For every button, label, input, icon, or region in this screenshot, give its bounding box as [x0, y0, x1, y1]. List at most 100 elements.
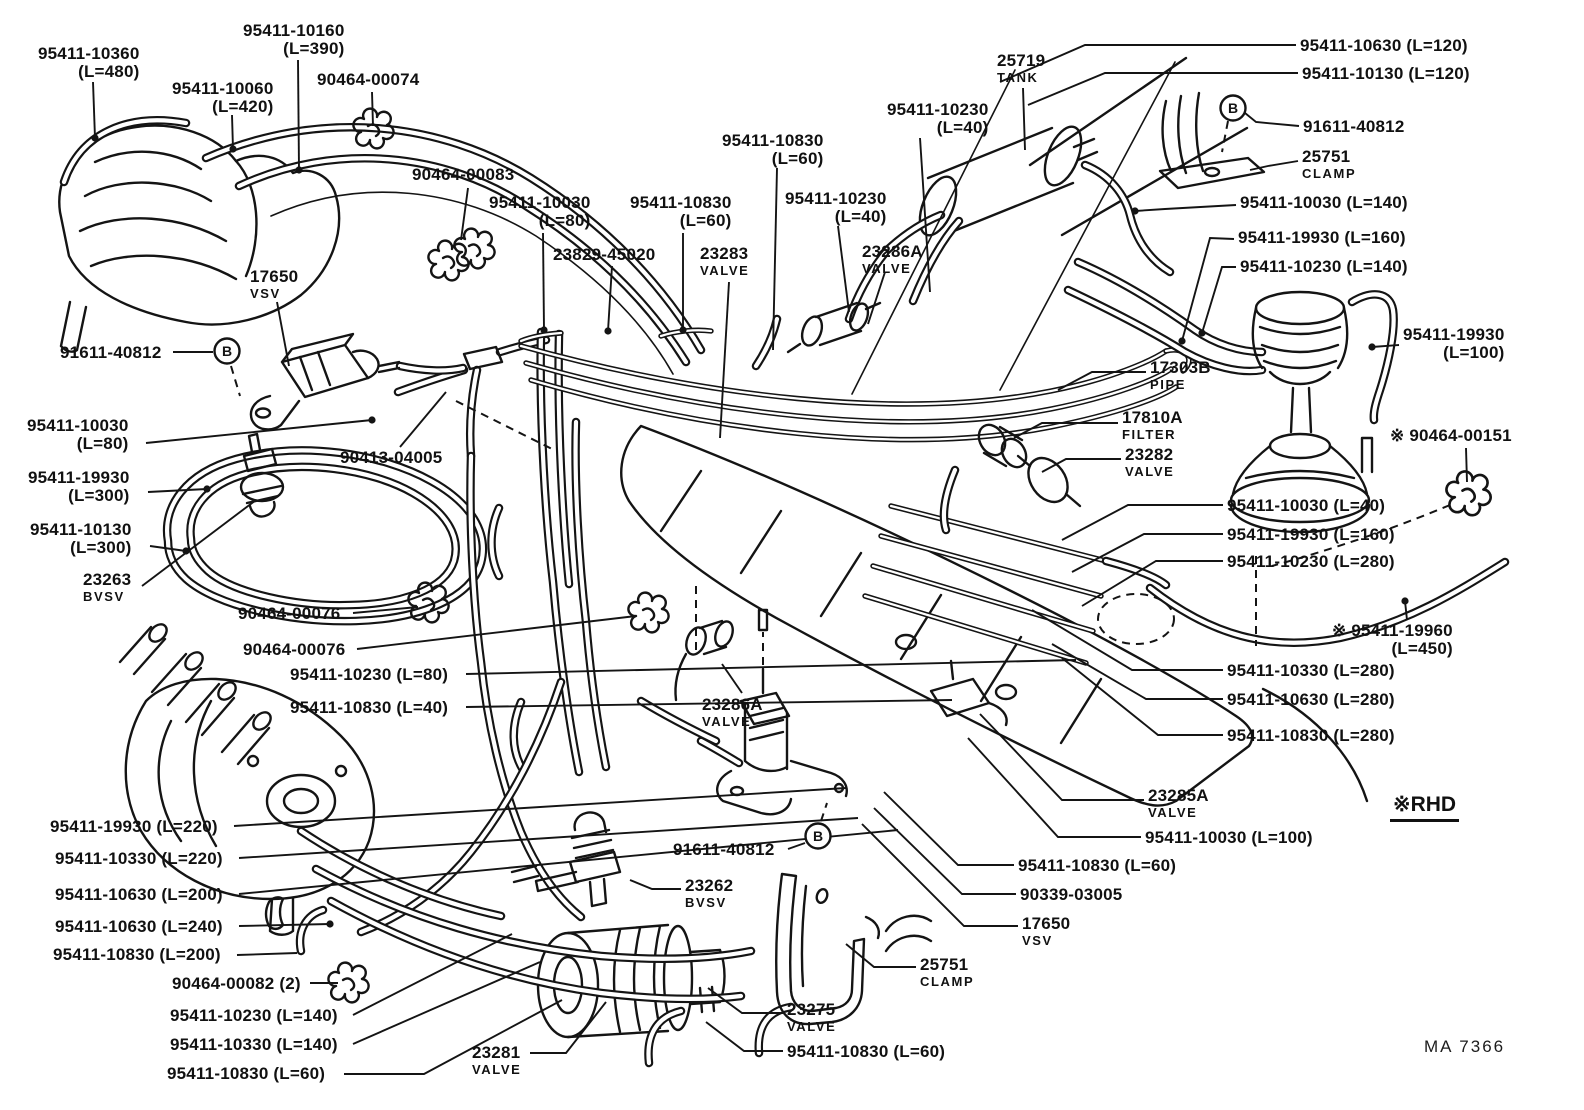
part-number: 95411-10230 (L=280) — [1227, 552, 1395, 571]
construction-lines-drawing — [230, 61, 1451, 822]
leader-line — [147, 488, 208, 493]
leader-line — [707, 987, 783, 1014]
leader-line — [276, 301, 290, 367]
filter-17810a-drawing — [977, 423, 1028, 469]
leader-line — [861, 823, 1018, 927]
part-label: 90464-00083 — [412, 165, 514, 184]
leader-line — [344, 999, 563, 1075]
top-center-hoses-drawing — [751, 210, 964, 371]
hose-clip-icon — [427, 239, 470, 282]
part-number: 95411-19930 — [28, 468, 130, 487]
part-number: 95411-10030 — [27, 416, 129, 435]
leader-line — [1051, 643, 1223, 700]
part-type: BVSV — [83, 589, 125, 605]
leader-line — [371, 91, 374, 127]
vsv-23285a-drawing — [929, 659, 1008, 727]
leader-line — [999, 44, 1296, 83]
part-label: 95411-19930 (L=220) — [50, 817, 218, 836]
leader-line — [1181, 237, 1235, 342]
part-label: 95411-10830 (L=200) — [53, 945, 221, 964]
part-label: 95411-19930 (L=160) — [1238, 228, 1406, 247]
leader-dot — [1368, 343, 1376, 351]
part-length: (L=300) — [70, 538, 132, 558]
part-number: 95411-10830 (L=60) — [1018, 856, 1177, 875]
part-label: 95411-10360(L=480) — [38, 44, 139, 81]
leader-line — [719, 281, 730, 439]
part-label: 95411-10830 (L=60) — [787, 1042, 946, 1061]
leader-line — [238, 829, 899, 895]
part-label: 90339-03005 — [1020, 885, 1122, 904]
part-label: 95411-10830 (L=40) — [290, 698, 448, 717]
part-length: (L=300) — [68, 486, 130, 506]
svg-text:B: B — [813, 828, 823, 844]
part-number: 17650 — [1022, 914, 1071, 933]
top-hoses-drawing — [59, 116, 706, 375]
part-label: 23829-45020 — [553, 245, 655, 264]
part-type: VALVE — [1148, 805, 1198, 821]
part-number: 95411-10030 (L=100) — [1145, 828, 1313, 847]
part-length: (L=100) — [1443, 343, 1505, 363]
part-label: 95411-10830 (L=60) — [1018, 856, 1177, 875]
part-number: 95411-10630 (L=200) — [55, 885, 223, 904]
part-type: CLAMP — [1302, 166, 1357, 182]
leader-line — [919, 137, 931, 293]
canister-drawing — [1063, 257, 1398, 434]
leader-line — [145, 419, 373, 444]
part-length: (L=60) — [679, 211, 732, 231]
long-hose-19960-drawing — [1145, 557, 1510, 647]
hose-loop-drawing — [162, 446, 488, 626]
leader-line — [236, 952, 298, 956]
part-number: 23282 — [1125, 445, 1174, 464]
leader-line — [1027, 72, 1298, 106]
part-number: 23281 — [472, 1043, 521, 1062]
bolt-marker-b: B — [1219, 94, 1247, 122]
part-number: 95411-10830 (L=60) — [787, 1042, 946, 1061]
part-number: 95411-19930 (L=160) — [1227, 525, 1395, 544]
branch-pipes-drawing — [862, 465, 1171, 666]
part-number: 95411-10830 (L=60) — [167, 1064, 326, 1083]
small-canister-a-drawing — [786, 301, 882, 354]
leader-dot — [203, 485, 211, 493]
part-label: 95411-10230(L=40) — [887, 100, 989, 138]
leader-line — [1249, 160, 1299, 171]
part-number: 95411-19930 — [1403, 325, 1505, 344]
part-label: 95411-10830(L=60) — [630, 193, 732, 231]
part-label: 95411-10230 (L=140) — [170, 1006, 338, 1025]
intake-manifold-drawing — [620, 424, 1254, 807]
part-length: (L=80) — [76, 434, 129, 454]
leader-line — [352, 961, 541, 1045]
part-number: 95411-10130 — [30, 520, 132, 539]
part-label: 95411-10030(L=80) — [489, 193, 591, 231]
valve-23275-drawing — [536, 923, 796, 1068]
part-label: 90464-00082 (2) — [172, 974, 301, 993]
part-number: 95411-10230 — [887, 100, 989, 119]
leader-line — [1371, 344, 1400, 348]
part-number: 17303B — [1150, 358, 1211, 377]
part-type: VSV — [250, 286, 281, 302]
hose-clips-drawing — [327, 107, 1492, 1004]
part-label: 95411-10630 (L=240) — [55, 917, 223, 936]
part-type: CLAMP — [920, 974, 975, 990]
leader-line — [352, 606, 419, 614]
part-label: 95411-10130(L=300) — [30, 520, 132, 558]
part-length: (L=40) — [936, 118, 989, 138]
part-number: 90413-04005 — [340, 448, 443, 467]
vacuum-pipes-drawing — [518, 327, 1192, 443]
leader-line — [967, 737, 1141, 838]
leader-line — [772, 167, 778, 351]
part-length: (L=80) — [538, 211, 591, 231]
part-number: 23275 — [787, 1000, 836, 1019]
part-label: 95411-10330 (L=220) — [55, 849, 223, 868]
throttle-body-drawing — [58, 124, 341, 353]
part-number: 90464-00082 (2) — [172, 974, 301, 993]
part-label: ※ 90464-00151 — [1390, 426, 1512, 445]
leader-line — [705, 1021, 783, 1052]
